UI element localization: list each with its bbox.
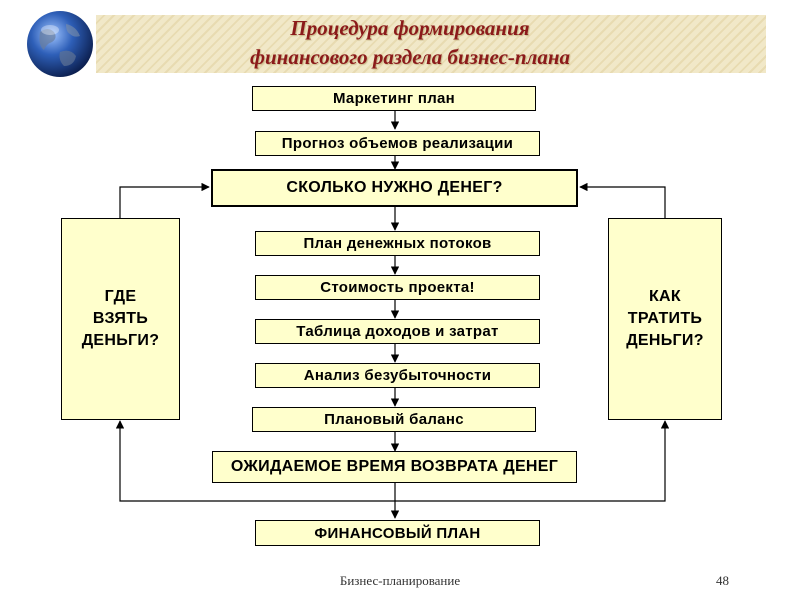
box-payback-time: ОЖИДАЕМОЕ ВРЕМЯ ВОЗВРАТА ДЕНЕГ bbox=[212, 451, 577, 483]
slide-title-line-1: Процедура формирования bbox=[290, 16, 530, 40]
box-project-cost: Стоимость проекта! bbox=[255, 275, 540, 300]
box-how-to-spend-money: КАК ТРАТИТЬ ДЕНЬГИ? bbox=[608, 218, 722, 420]
where-line-1: ГДЕ bbox=[104, 288, 137, 305]
spend-line-3: ДЕНЬГИ? bbox=[626, 332, 704, 349]
spend-line-2: ТРАТИТЬ bbox=[627, 310, 703, 327]
footer-text: Бизнес-планирование bbox=[339, 573, 461, 588]
box-marketing-plan: Маркетинг план bbox=[252, 86, 536, 111]
box-how-much-money: СКОЛЬКО НУЖНО ДЕНЕГ? bbox=[211, 169, 578, 207]
slide-title-line-2: финансового раздела бизнес-плана bbox=[249, 45, 571, 69]
box-cash-flow-plan: План денежных потоков bbox=[255, 231, 540, 256]
where-line-3: ДЕНЬГИ? bbox=[81, 332, 160, 349]
page-number: 48 bbox=[716, 573, 729, 588]
title-banner bbox=[96, 15, 766, 73]
box-income-expense-table: Таблица доходов и затрат bbox=[255, 319, 540, 344]
box-sales-forecast: Прогноз объемов реализации bbox=[255, 131, 540, 156]
arrow-right-to-howmuch bbox=[579, 182, 666, 218]
box-breakeven-analysis: Анализ безубыточности bbox=[255, 363, 540, 388]
box-financial-plan: ФИНАНСОВЫЙ ПЛАН bbox=[255, 520, 540, 546]
box-planned-balance: Плановый баланс bbox=[252, 407, 536, 432]
globe-icon bbox=[27, 11, 93, 77]
slide-title: Процедура формирования финансового разде… bbox=[100, 14, 720, 72]
arrow-left-to-howmuch bbox=[119, 182, 210, 218]
where-line-2: ВЗЯТЬ bbox=[92, 310, 149, 327]
spend-line-1: КАК bbox=[648, 288, 681, 305]
box-where-to-get-money: ГДЕ ВЗЯТЬ ДЕНЬГИ? bbox=[61, 218, 180, 420]
